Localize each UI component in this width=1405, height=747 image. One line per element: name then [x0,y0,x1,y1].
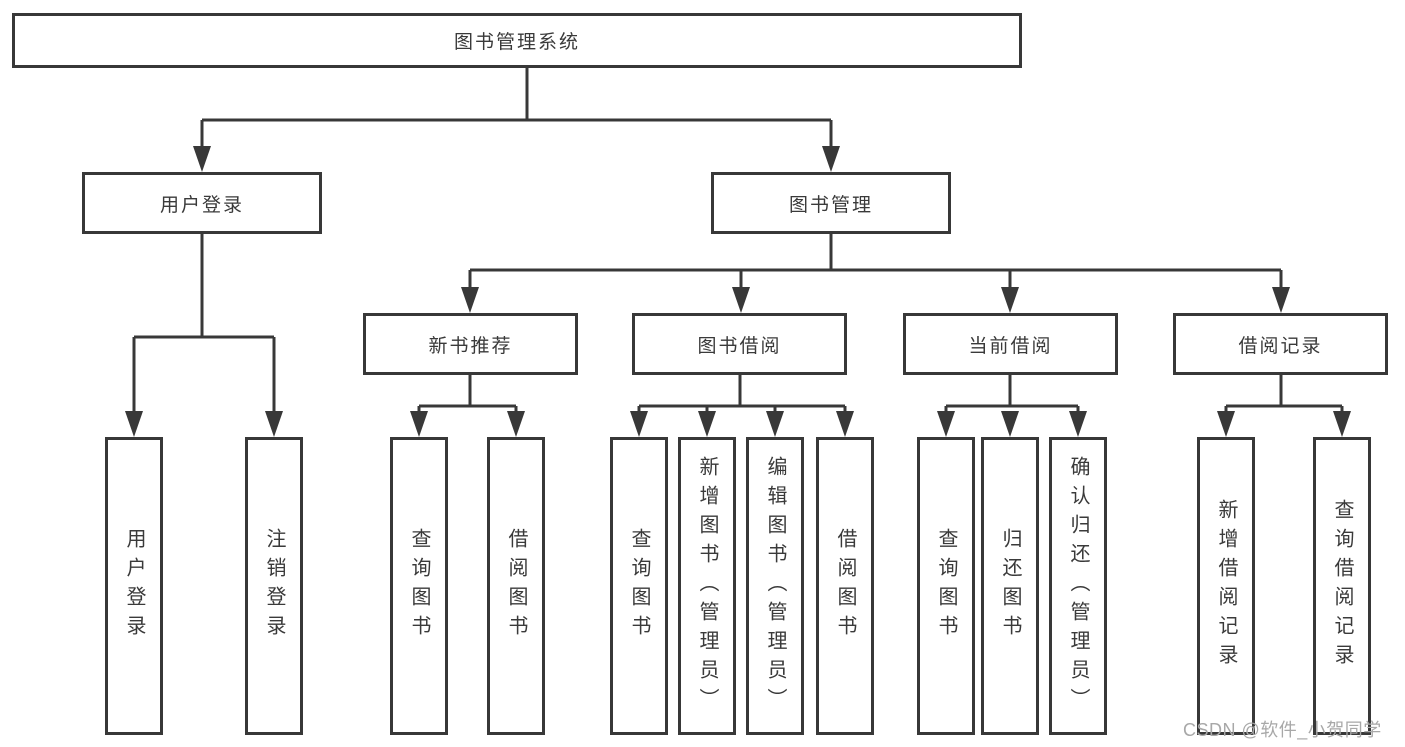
leaf-label: 注销登录 [263,528,285,644]
node-leaf-query-books-3: 查询图书 [917,437,975,735]
connector-user-login-to-leaves [125,234,283,437]
leaf-label: 新增图书（管理员） [696,455,718,717]
node-leaf-confirm-return-admin: 确认归还（管理员） [1049,437,1107,735]
node-book-borrow: 图书借阅 [632,313,847,375]
node-leaf-add-borrow-record: 新增借阅记录 [1197,437,1255,735]
leaf-label: 查询借阅记录 [1331,499,1353,673]
node-leaf-query-books-2: 查询图书 [610,437,668,735]
node-leaf-user-login: 用户登录 [105,437,163,735]
node-leaf-logout: 注销登录 [245,437,303,735]
node-leaf-borrow-books-1: 借阅图书 [487,437,545,735]
leaf-label: 查询图书 [935,528,957,644]
csdn-watermark: CSDN @软件_小贺同学 [1183,720,1382,740]
leaf-label: 查询图书 [408,528,430,644]
connector-root-to-level2 [193,68,840,172]
node-book-management: 图书管理 [711,172,951,234]
node-leaf-edit-books-admin: 编辑图书（管理员） [746,437,804,735]
connector-current-borrow-to-leaves [937,375,1087,437]
leaf-label: 编辑图书（管理员） [764,455,786,717]
node-library-management-system: 图书管理系统 [12,13,1022,68]
node-current-borrow: 当前借阅 [903,313,1118,375]
connector-book-borrow-to-leaves [630,375,854,437]
leaf-label: 借阅图书 [505,528,527,644]
node-leaf-return-books: 归还图书 [981,437,1039,735]
leaf-label: 归还图书 [999,528,1021,644]
node-user-login: 用户登录 [82,172,322,234]
leaf-label: 确认归还（管理员） [1067,455,1089,717]
node-leaf-query-books-1: 查询图书 [390,437,448,735]
node-leaf-query-borrow-record: 查询借阅记录 [1313,437,1371,735]
connector-new-book-recommend-to-leaves [410,375,525,437]
connector-borrow-records-to-leaves [1217,375,1351,437]
leaf-label: 用户登录 [123,528,145,644]
node-borrow-records: 借阅记录 [1173,313,1388,375]
leaf-label: 查询图书 [628,528,650,644]
node-new-book-recommend: 新书推荐 [363,313,578,375]
connector-book-management-to-level3 [461,234,1290,313]
node-leaf-add-books-admin: 新增图书（管理员） [678,437,736,735]
node-leaf-borrow-books-2: 借阅图书 [816,437,874,735]
leaf-label: 借阅图书 [834,528,856,644]
leaf-label: 新增借阅记录 [1215,499,1237,673]
